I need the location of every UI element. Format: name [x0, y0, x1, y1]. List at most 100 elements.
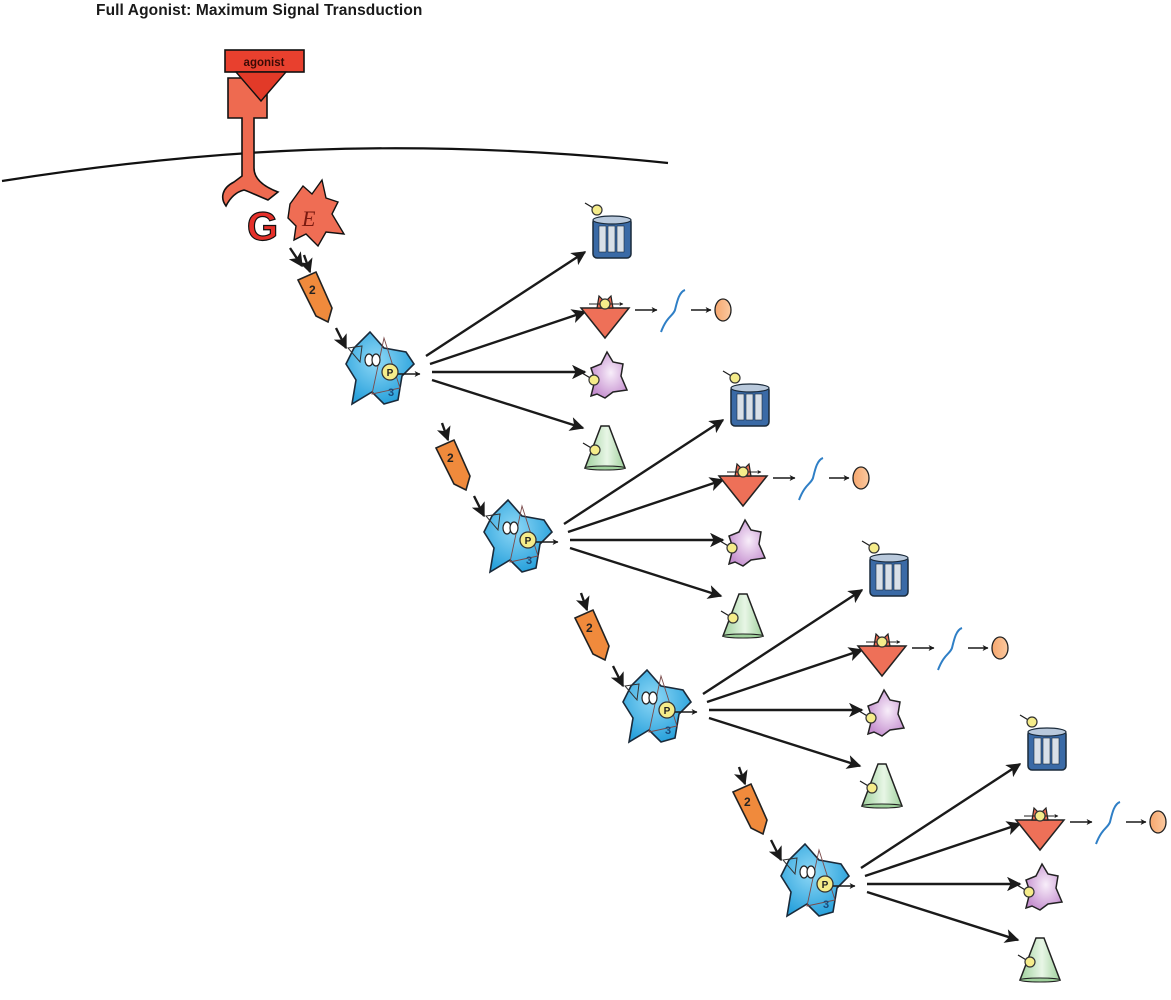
kinase-eye	[806, 865, 816, 879]
effector-shape	[287, 178, 346, 248]
second-messenger	[573, 608, 610, 662]
ion-channel-subunit	[616, 225, 625, 253]
ion-channel-subunit	[884, 563, 893, 591]
transcription-factor	[579, 307, 631, 340]
enzyme-phosphate	[865, 712, 877, 724]
ion-channel-top	[730, 383, 770, 393]
kinase-label: 3	[823, 899, 829, 911]
protein-kinase	[483, 498, 554, 574]
mrna	[798, 457, 824, 501]
second-messenger-label: 2	[744, 795, 751, 809]
protein-product	[991, 636, 1009, 660]
mrna	[660, 289, 686, 333]
ion-channel-subunit	[736, 393, 745, 421]
cone-phosphate	[1024, 956, 1036, 968]
arrow-to-second-messenger	[733, 766, 748, 786]
protein-kinase	[622, 668, 693, 744]
protein-product	[1149, 810, 1167, 834]
ion-channel-top	[869, 553, 909, 563]
cone-base	[861, 803, 903, 809]
receptor: agonist E G	[221, 49, 346, 250]
cell-membrane	[1, 147, 669, 183]
kinase-cup	[347, 345, 363, 364]
ion-channel-subunit	[1042, 737, 1051, 765]
arrow-to-structural-protein	[569, 546, 723, 599]
enzyme	[1024, 862, 1064, 911]
phosphate	[381, 363, 399, 381]
arrow-to-kinase	[471, 495, 486, 518]
cascade-tier-3: 23P	[573, 540, 1009, 809]
channel-phosphate	[591, 204, 603, 216]
second-messenger-label: 2	[586, 621, 593, 635]
agonist-label: agonist	[244, 57, 285, 69]
kinase-catalytic-site	[648, 674, 678, 733]
tf-phosphate	[1034, 810, 1046, 822]
tf-phosphate	[599, 298, 611, 310]
ion-channel-subunit	[893, 563, 902, 591]
channel-phosphate	[1026, 716, 1038, 728]
arrow-to-ion-channel	[860, 762, 1022, 870]
channel-phosphate	[868, 542, 880, 554]
enzyme	[866, 688, 906, 737]
enzyme-phosphate	[1023, 886, 1035, 898]
mrna	[1095, 801, 1121, 845]
protein-kinase	[345, 330, 416, 406]
protein-product	[714, 298, 732, 322]
arrow-to-kinase	[333, 327, 348, 350]
second-messenger-label: 2	[447, 451, 454, 465]
arrow-to-transcription-factor	[706, 647, 864, 704]
phosphate-label: P	[822, 880, 829, 891]
transcription-factor	[856, 645, 908, 678]
transcription-factor	[1014, 819, 1066, 852]
tf-phosphate	[737, 466, 749, 478]
arrow-to-transcription-factor	[429, 309, 587, 366]
kinase-cup	[624, 683, 640, 702]
transcription-factor	[717, 475, 769, 508]
arrow-effector-to-second-messenger	[288, 247, 303, 268]
ion-channel-subunit	[754, 393, 763, 421]
arrow-to-structural-protein	[708, 716, 862, 769]
ion-channel-subunit	[875, 563, 884, 591]
arrow-to-transcription-factor	[567, 477, 725, 534]
receptor-body	[221, 77, 280, 208]
channel-phosphate	[729, 372, 741, 384]
arrow-to-transcription-factor	[864, 821, 1022, 878]
kinase-eye	[509, 521, 519, 535]
ion-channel-top	[592, 215, 632, 225]
kinase-cup	[485, 513, 501, 532]
ion-channel-subunit	[1051, 737, 1060, 765]
enzyme	[589, 350, 629, 399]
figure-title: Full Agonist: Maximum Signal Transductio…	[96, 2, 423, 19]
phosphate	[658, 701, 676, 719]
kinase-eye	[648, 691, 658, 705]
ion-channel-subunit	[745, 393, 754, 421]
cone-phosphate	[727, 612, 739, 624]
arrow-to-second-messenger	[436, 422, 451, 442]
cone-base	[584, 465, 626, 471]
effector-label: E	[301, 206, 316, 231]
kinase-eye	[371, 353, 381, 367]
ion-channel-subunit	[1033, 737, 1042, 765]
kinase-catalytic-site	[371, 336, 401, 395]
phosphate	[519, 531, 537, 549]
arrow-to-second-messenger	[298, 254, 313, 274]
protein-product	[852, 466, 870, 490]
kinase-label: 3	[526, 555, 532, 567]
arrow-to-kinase	[610, 665, 625, 688]
kinase-catalytic-site	[509, 504, 539, 563]
arrow-to-ion-channel	[563, 418, 725, 526]
arrow-to-structural-protein	[431, 378, 585, 431]
arrow-to-ion-channel	[702, 588, 864, 696]
arrow-to-second-messenger	[575, 592, 590, 612]
phosphate	[816, 875, 834, 893]
protein-kinase	[780, 842, 851, 918]
cone-phosphate	[589, 444, 601, 456]
enzyme-phosphate	[588, 374, 600, 386]
arrow-to-structural-protein	[866, 890, 1020, 943]
second-messenger	[731, 782, 768, 836]
second-messenger-label: 2	[309, 283, 316, 297]
enzyme	[727, 518, 767, 567]
ion-channel-top	[1027, 727, 1067, 737]
